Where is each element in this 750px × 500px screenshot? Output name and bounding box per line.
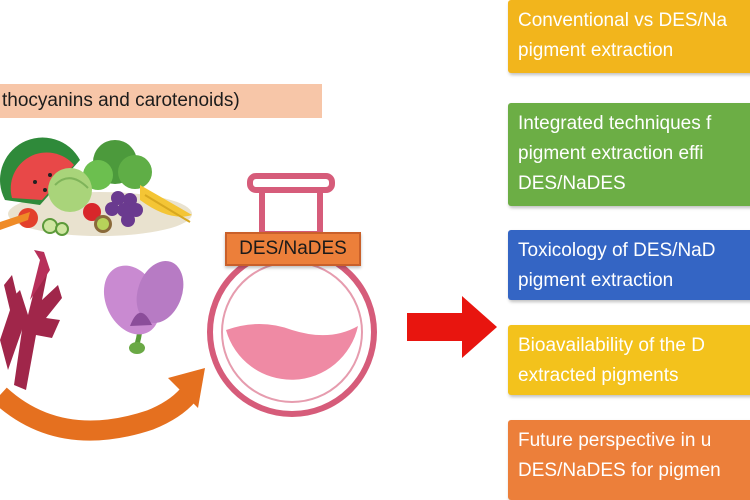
red-arrow (407, 296, 497, 358)
box-line: DES/NaDES (518, 173, 626, 194)
box-conventional: Conventional vs DES/Na pigment extractio… (508, 0, 750, 73)
box-line: Future perspective in u (518, 430, 712, 451)
box-line: pigment extraction effi (518, 143, 704, 164)
fruits-vegetables-icon (0, 137, 192, 236)
red-seaweed-icon (0, 250, 62, 390)
flask-icon (207, 173, 377, 417)
box-bioavailability: Bioavailability of the D extracted pigme… (508, 325, 750, 395)
box-line: Conventional vs DES/Na (518, 10, 728, 31)
curved-arrow (0, 368, 205, 441)
box-line: pigment extraction (518, 270, 674, 291)
box-line: pigment extraction (518, 40, 674, 61)
box-line: DES/NaDES for pigmen (518, 460, 721, 481)
pigment-label: thocyanins and carotenoids) (0, 84, 322, 118)
box-future: Future perspective in u DES/NaDES for pi… (508, 420, 750, 500)
box-line: Bioavailability of the D (518, 335, 705, 356)
box-line: Integrated techniques f (518, 113, 712, 134)
flask-label: DES/NaDES (225, 232, 361, 266)
box-integrated: Integrated techniques f pigment extracti… (508, 103, 750, 206)
box-toxicology: Toxicology of DES/NaD pigment extraction (508, 230, 750, 300)
purple-flower-icon (103, 261, 184, 354)
box-line: extracted pigments (518, 365, 679, 386)
box-line: Toxicology of DES/NaD (518, 240, 716, 261)
